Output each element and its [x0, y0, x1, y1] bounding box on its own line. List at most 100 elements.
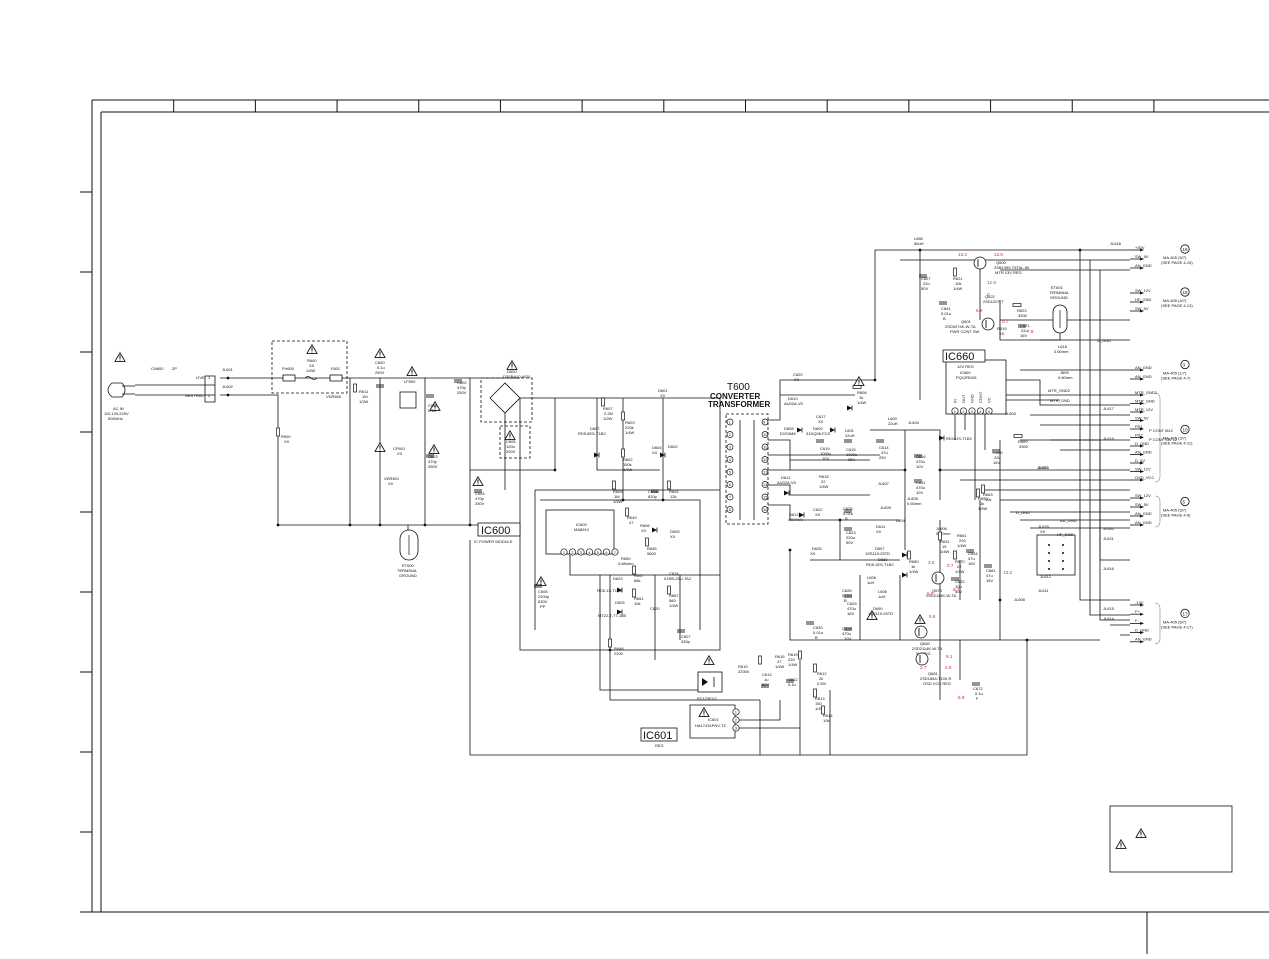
transistor-symbol [973, 256, 987, 270]
part-label-c629b: 470u [847, 606, 856, 611]
net-label: AU_GND [1060, 518, 1077, 523]
t600-pin-number: 7 [729, 495, 732, 500]
part-label-c630b: 0.01u [813, 630, 823, 635]
part-label-r619b2: R619 [997, 326, 1007, 331]
connector-number: 17 [1183, 611, 1189, 616]
connector-pin-label: SW_5V [1135, 254, 1149, 259]
bracket [1154, 392, 1161, 483]
connector-pin-label: AN_GND [1135, 520, 1152, 525]
part-label-c629c: 16V [847, 611, 854, 616]
part-label-c622b: XX [815, 512, 821, 517]
arrow-icon [1140, 291, 1144, 295]
part-label-l680b: 56uH [914, 241, 924, 246]
vdr601-label: VDR601 [384, 476, 400, 481]
part-label-jl619: JL619 [1103, 436, 1115, 441]
part-label-r645b: 5600 [647, 551, 657, 556]
part-label-j609: J609 [1060, 370, 1069, 375]
part-label-jl614: JL614 [1103, 616, 1115, 621]
part-label-r621: R621 [953, 276, 963, 281]
part-label-c625: C625 [843, 506, 853, 511]
part-label-r605c: 1/4W [613, 499, 623, 504]
part-label-r623: R623 [1017, 308, 1027, 313]
part-label-q601: Q601 [961, 319, 972, 324]
part-label-r603: R603 [625, 420, 635, 425]
connector-pin-label: +30V [1135, 245, 1145, 250]
part-label-r631: R631 [940, 539, 950, 544]
part-label-jl605b: 0.60mm [907, 501, 922, 506]
part-label-r605b: 1M [614, 494, 620, 499]
part-label-r616b: 47 [777, 659, 782, 664]
part-label-r690c: 1/4W [978, 506, 988, 511]
diode-symbol [939, 435, 944, 441]
part-label-c621c: 16V [1020, 333, 1027, 338]
cp601-value: XX [397, 451, 403, 456]
t600-pin-number: 14 [763, 482, 768, 487]
diode-symbol [617, 587, 622, 593]
part-label-c611: C611 [916, 480, 926, 485]
ic660-pin-name: GND [970, 394, 975, 403]
t600-pin-number: 11 [763, 445, 768, 450]
c602-value: 470p [457, 385, 467, 390]
part-label-jl625: JL625 [1038, 524, 1050, 529]
ic600-pin [560, 548, 568, 556]
caution-icon [535, 576, 547, 586]
part-label-c615: C615 [846, 447, 856, 452]
connector-pin-label: SW_5V [1135, 306, 1149, 311]
c603-rating: 250V [428, 464, 438, 469]
arrow-icon [1140, 505, 1144, 509]
connector-pin-label: AN_GND [1135, 263, 1152, 268]
part-label-r602b: 150k [623, 462, 632, 467]
c604-rating: 250V [475, 501, 485, 506]
ic601-inner: IC601 [708, 717, 719, 722]
part-label-d625b: MTZJ-T-77-18B [598, 613, 626, 618]
et600-label: ET600 [402, 563, 415, 568]
resistor-symbol [625, 507, 629, 517]
voltage-reading: 5.8 [929, 614, 936, 619]
part-label-r651b: 10k [634, 601, 640, 606]
c605-rating: 200V [506, 449, 516, 454]
connector-pin-label: F- [1135, 618, 1139, 623]
part-label-l601: L601 [845, 428, 855, 433]
arrow-icon [1140, 523, 1144, 527]
part-label-c660: C660 [993, 450, 1003, 455]
part-label-c607: C607 [681, 634, 691, 639]
voltage-reading: 13.5 [994, 252, 1003, 257]
cp601-label: CP601 [393, 446, 406, 451]
part-label-r616c: 1/4W [775, 664, 785, 669]
c600-value: 0.1u [377, 365, 385, 370]
r600-label: R600 [307, 358, 317, 363]
transistor-symbol [981, 317, 995, 331]
part-label-d609: D609 [813, 426, 823, 431]
ic660-num: PQ12RD08 [956, 375, 977, 380]
c605-label: C605 [506, 439, 516, 444]
jumper-dot [1062, 568, 1064, 570]
part-label-c627: C627 [921, 276, 931, 281]
r600-rating: 1/4W [306, 368, 316, 373]
t600-pin-number: 9 [763, 420, 766, 425]
labels: IC600 IC POWER MODULE IC601 REG IC660 12… [104, 285, 1070, 748]
part-label-q673b: 2SD2114K-W-TA [926, 593, 957, 598]
vdr601-value: XX [388, 481, 394, 486]
voltage-reading: 0.7 [947, 563, 954, 568]
part-label-r618: R618 [819, 474, 829, 479]
part-label-jl608: JL608 [1014, 597, 1026, 602]
ic600-pin-number: 1 [563, 550, 566, 555]
net-label: MTR_GND2 [1048, 388, 1071, 393]
resistor-symbol [632, 565, 636, 575]
inductor-symbol [304, 376, 318, 380]
ic601-label: IC601 [643, 730, 672, 742]
part-label-r661: R661 [957, 533, 967, 538]
ic601-pin-number: 1 [735, 710, 738, 715]
part-label-c611b: 470u [916, 485, 925, 490]
arrow-icon [1140, 470, 1144, 473]
part-label-jl615: JL615 [1103, 606, 1115, 611]
ic600-pin [594, 548, 602, 556]
part-label-c615c: 25V [848, 457, 855, 462]
resistor-symbol [276, 427, 280, 437]
part-label-c606: C606 [648, 489, 658, 494]
ic660-pin-number: 3 [971, 409, 974, 414]
part-label-r648b: 2200 [614, 651, 624, 656]
diode-symbol [902, 552, 907, 558]
connector-ref: MA-405 (4/7) [1163, 298, 1187, 303]
part-label-q682: Q682 [920, 641, 931, 646]
